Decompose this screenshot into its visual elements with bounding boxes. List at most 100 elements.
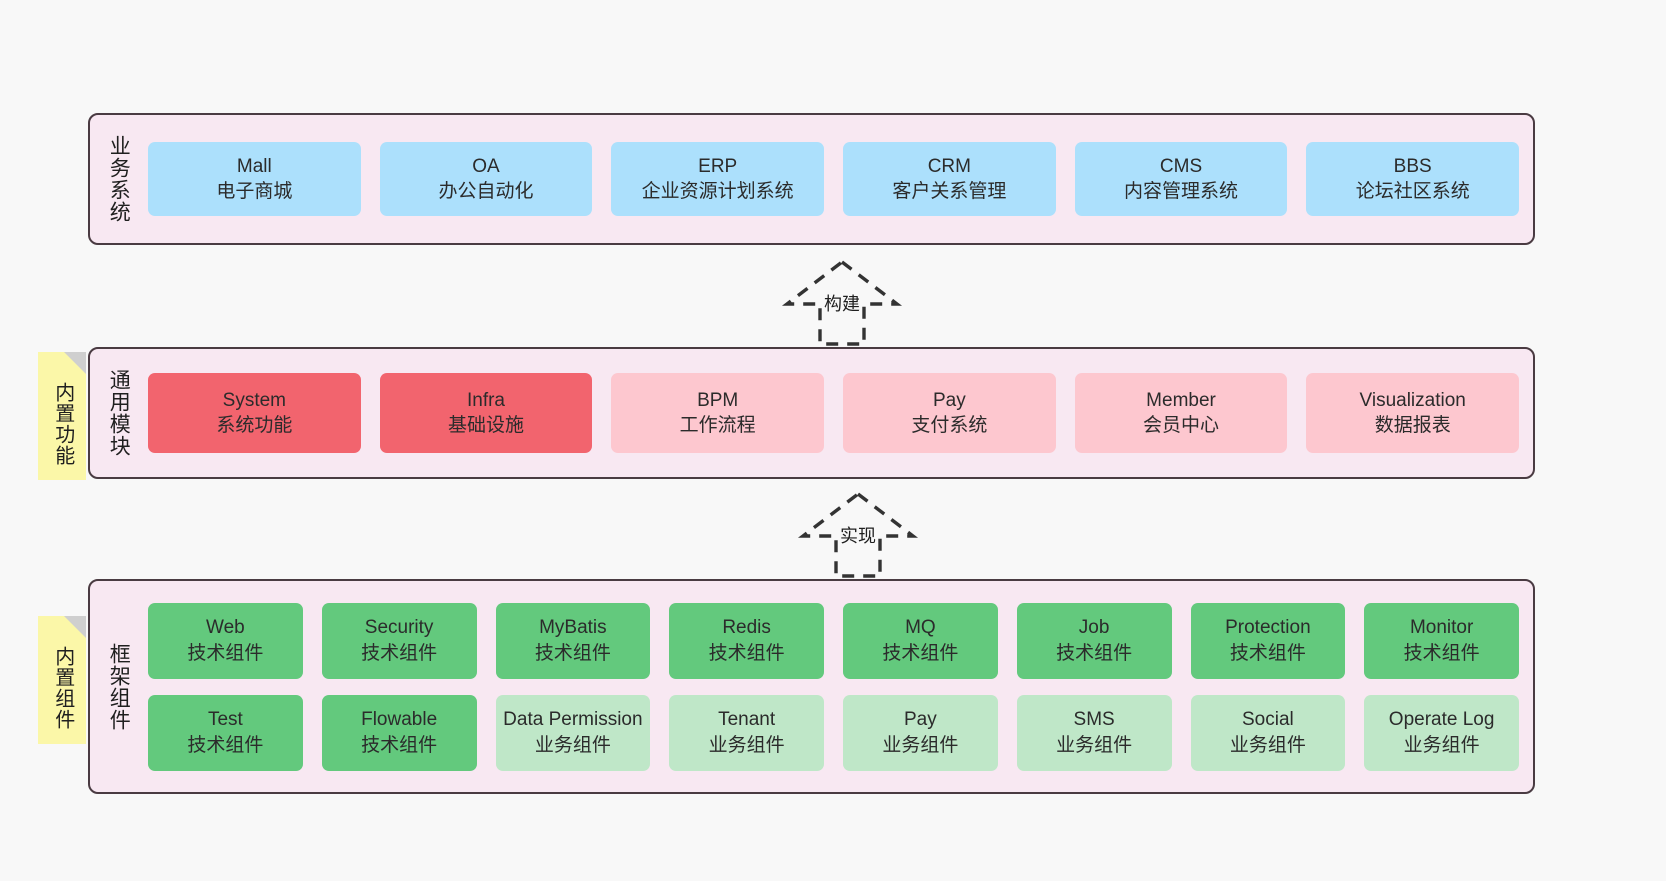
layer-business-system: 业务系统 Mall 电子商城 OA 办公自动化 ERP 企业资源计划系统 CRM… — [88, 113, 1535, 245]
node-tenant[interactable]: Tenant 业务组件 — [669, 694, 824, 771]
node-flowable[interactable]: Flowable 技术组件 — [321, 694, 477, 771]
layer-framework-components-body: Web 技术组件 Security 技术组件 MyBatis 技术组件 Redi… — [146, 581, 1533, 792]
node-test[interactable]: Test 技术组件 — [148, 694, 303, 771]
node-mybatis-en: MyBatis — [539, 617, 607, 639]
build-arrow-icon — [781, 259, 903, 346]
node-flowable-cn: 技术组件 — [361, 734, 438, 756]
node-pay-module-en: Pay — [932, 389, 966, 411]
sticky-fold-corner-icon — [64, 616, 86, 638]
node-visualization[interactable]: Visualization 数据报表 — [1306, 373, 1520, 453]
layer-common-modules-body: System 系统功能 Infra 基础设施 BPM 工作流程 Pay 支付系统… — [146, 349, 1533, 477]
node-bbs-cn: 论坛社区系统 — [1355, 181, 1470, 202]
impl-arrow-icon — [797, 491, 919, 578]
impl-arrow: 实现 — [768, 488, 948, 580]
node-mq-cn: 技术组件 — [882, 642, 959, 664]
node-erp-en: ERP — [698, 155, 738, 177]
node-web-cn: 技术组件 — [187, 642, 264, 664]
node-sms-en: SMS — [1073, 709, 1115, 731]
node-oa-en: OA — [472, 155, 500, 177]
node-job-en: Job — [1078, 617, 1110, 639]
node-tenant-en: Tenant — [718, 709, 776, 731]
node-pay-component-en: Pay — [904, 709, 937, 731]
node-data-permission-en: Data Permission — [503, 709, 643, 731]
node-security[interactable]: Security 技术组件 — [321, 602, 477, 679]
node-bpm-en: BPM — [697, 389, 739, 411]
node-web-en: Web — [206, 617, 245, 639]
node-crm-cn: 客户关系管理 — [892, 181, 1007, 202]
node-mall-cn: 电子商城 — [216, 181, 293, 202]
node-tenant-cn: 业务组件 — [708, 734, 785, 756]
node-system-cn: 系统功能 — [216, 415, 293, 436]
node-job-cn: 技术组件 — [1056, 642, 1133, 664]
node-social[interactable]: Social 业务组件 — [1190, 694, 1346, 771]
node-security-en: Security — [364, 617, 434, 639]
node-cms-en: CMS — [1159, 155, 1203, 177]
layer-common-modules-title: 通用模块 — [107, 369, 131, 457]
node-data-permission-cn: 业务组件 — [534, 734, 611, 756]
layer-framework-components: 框架组件 Web 技术组件 Security 技术组件 MyBatis 技术组件… — [88, 579, 1535, 794]
sticky-note-builtin-components: 内置组件 — [38, 616, 86, 744]
node-redis-cn: 技术组件 — [708, 642, 785, 664]
node-monitor[interactable]: Monitor 技术组件 — [1364, 602, 1519, 679]
node-sms-cn: 业务组件 — [1056, 734, 1133, 756]
node-operate-log[interactable]: Operate Log 业务组件 — [1364, 694, 1519, 771]
node-infra[interactable]: Infra 基础设施 — [379, 373, 593, 453]
node-security-cn: 技术组件 — [361, 642, 438, 664]
node-mall[interactable]: Mall 电子商城 — [148, 142, 361, 216]
node-mq[interactable]: MQ 技术组件 — [843, 602, 998, 679]
node-monitor-en: Monitor — [1409, 617, 1474, 639]
layer-framework-components-title: 框架组件 — [107, 642, 131, 731]
node-sms[interactable]: SMS 业务组件 — [1016, 694, 1172, 771]
node-member-en: Member — [1146, 389, 1216, 411]
node-system[interactable]: System 系统功能 — [148, 373, 361, 453]
node-pay-component[interactable]: Pay 业务组件 — [843, 694, 998, 771]
node-protection-cn: 技术组件 — [1229, 642, 1306, 664]
node-web[interactable]: Web 技术组件 — [148, 602, 303, 679]
modules-node-row: System 系统功能 Infra 基础设施 BPM 工作流程 Pay 支付系统… — [148, 373, 1520, 453]
node-oa[interactable]: OA 办公自动化 — [379, 142, 593, 216]
node-test-en: Test — [207, 709, 243, 731]
node-protection[interactable]: Protection 技术组件 — [1190, 602, 1346, 679]
node-cms-cn: 内容管理系统 — [1124, 181, 1239, 202]
node-erp-cn: 企业资源计划系统 — [641, 181, 794, 202]
node-pay-module-cn: 支付系统 — [911, 415, 988, 436]
node-cms[interactable]: CMS 内容管理系统 — [1074, 142, 1288, 216]
node-crm[interactable]: CRM 客户关系管理 — [843, 142, 1056, 216]
sticky-note-builtin-functions: 内置功能 — [38, 352, 86, 480]
node-bbs[interactable]: BBS 论坛社区系统 — [1306, 142, 1520, 216]
node-system-en: System — [222, 389, 287, 411]
node-erp[interactable]: ERP 企业资源计划系统 — [611, 142, 825, 216]
node-oa-cn: 办公自动化 — [438, 181, 534, 202]
framework-tech-row: Web 技术组件 Security 技术组件 MyBatis 技术组件 Redi… — [148, 602, 1519, 679]
node-monitor-cn: 技术组件 — [1403, 642, 1480, 664]
node-bbs-en: BBS — [1393, 155, 1432, 177]
node-flowable-en: Flowable — [361, 709, 438, 731]
sticky-note-builtin-functions-label: 内置功能 — [51, 382, 74, 466]
node-infra-en: Infra — [466, 389, 506, 411]
sticky-fold-corner-icon — [64, 352, 86, 374]
node-social-cn: 业务组件 — [1229, 734, 1306, 756]
build-arrow: 构建 — [752, 256, 932, 348]
node-mybatis[interactable]: MyBatis 技术组件 — [495, 602, 651, 679]
node-member[interactable]: Member 会员中心 — [1074, 373, 1288, 453]
node-data-permission[interactable]: Data Permission 业务组件 — [495, 694, 651, 771]
node-infra-cn: 基础设施 — [448, 415, 525, 436]
node-social-en: Social — [1242, 709, 1294, 731]
sticky-note-builtin-components-label: 内置组件 — [51, 646, 74, 730]
node-visualization-cn: 数据报表 — [1374, 415, 1451, 436]
node-mq-en: MQ — [905, 617, 936, 639]
node-protection-en: Protection — [1225, 617, 1311, 639]
node-job[interactable]: Job 技术组件 — [1016, 602, 1172, 679]
node-crm-en: CRM — [927, 155, 971, 177]
node-test-cn: 技术组件 — [187, 734, 264, 756]
layer-business-system-title: 业务系统 — [107, 135, 131, 223]
node-operate-log-cn: 业务组件 — [1403, 734, 1480, 756]
node-redis[interactable]: Redis 技术组件 — [669, 602, 824, 679]
node-mybatis-cn: 技术组件 — [534, 642, 611, 664]
layer-common-modules: 通用模块 System 系统功能 Infra 基础设施 BPM 工作流程 Pay… — [88, 347, 1535, 479]
framework-business-row: Test 技术组件 Flowable 技术组件 Data Permission … — [148, 694, 1519, 771]
node-pay-module[interactable]: Pay 支付系统 — [843, 373, 1056, 453]
business-node-row: Mall 电子商城 OA 办公自动化 ERP 企业资源计划系统 CRM 客户关系… — [148, 142, 1520, 216]
node-bpm[interactable]: BPM 工作流程 — [611, 373, 825, 453]
